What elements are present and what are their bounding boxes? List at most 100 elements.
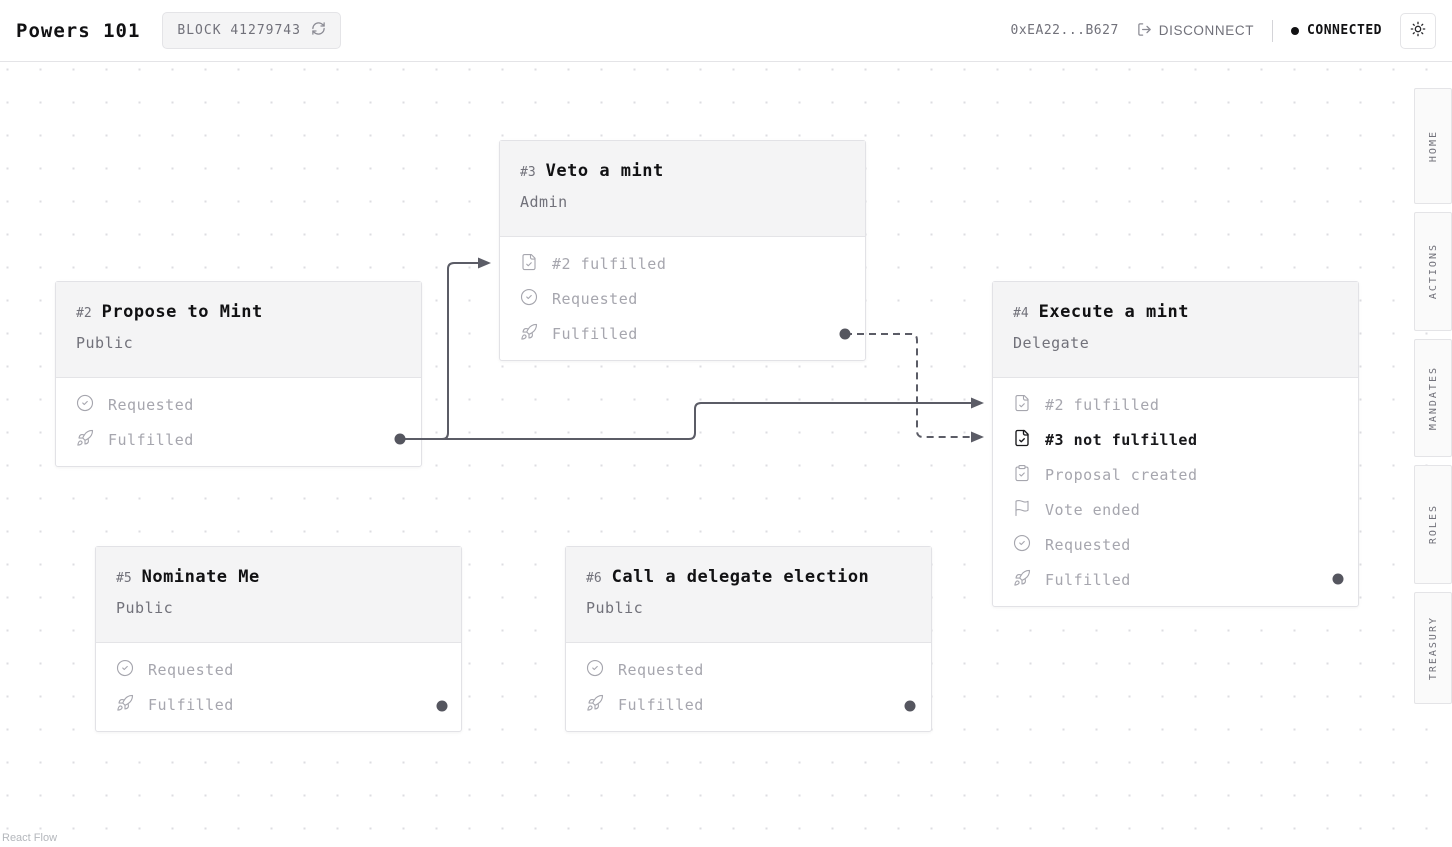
connection-status: CONNECTED xyxy=(1291,23,1382,38)
item-label: Fulfilled xyxy=(148,695,234,714)
node-body: Requested Fulfilled xyxy=(96,643,461,731)
node-id: #2 xyxy=(76,306,92,321)
tab-label: TREASURY xyxy=(1427,615,1439,681)
node-body: #2 fulfilled Requested Fulfilled xyxy=(500,237,865,360)
flow-node-veto-a-mint[interactable]: #3 Veto a mint Admin #2 fulfilled Reques… xyxy=(499,140,866,361)
status-item-requested: Requested xyxy=(96,652,461,687)
refresh-icon xyxy=(311,21,326,40)
node-title: Execute a mint xyxy=(1038,302,1189,322)
condition-item: #2 fulfilled xyxy=(993,387,1358,422)
item-label: Fulfilled xyxy=(108,430,194,449)
node-role: Admin xyxy=(520,193,568,211)
status-item-requested: Requested xyxy=(56,387,421,422)
node-title: Veto a mint xyxy=(545,161,664,181)
item-label: Proposal created xyxy=(1045,465,1198,484)
rocket-icon xyxy=(76,429,94,451)
circle-check-icon xyxy=(586,659,604,681)
item-label: #2 fulfilled xyxy=(552,254,667,273)
node-role: Public xyxy=(76,334,134,352)
rocket-icon xyxy=(586,694,604,716)
item-label: Requested xyxy=(148,660,234,679)
circle-check-icon xyxy=(1013,534,1031,556)
top-bar: Powers 101 BLOCK 41279743 0xEA22...B627 … xyxy=(0,0,1452,62)
item-label: #3 not fulfilled xyxy=(1045,430,1198,449)
status-item-fulfilled: Fulfilled xyxy=(56,422,421,457)
status-item-requested: Requested xyxy=(566,652,931,687)
condition-item-active: #3 not fulfilled xyxy=(993,422,1358,457)
status-item-proposal: Proposal created xyxy=(993,457,1358,492)
sidebar-tab-actions[interactable]: ACTIONS xyxy=(1414,212,1452,331)
flow-node-execute-a-mint[interactable]: #4 Execute a mint Delegate #2 fulfilled … xyxy=(992,281,1359,607)
item-label: #2 fulfilled xyxy=(1045,395,1160,414)
item-label: Requested xyxy=(552,289,638,308)
item-label: Requested xyxy=(108,395,194,414)
item-label: Vote ended xyxy=(1045,500,1141,519)
rocket-icon xyxy=(520,323,538,345)
node-role: Delegate xyxy=(1013,334,1090,352)
flow-node-call-delegate-election[interactable]: #6 Call a delegate election Public Reque… xyxy=(565,546,932,732)
item-label: Requested xyxy=(618,660,704,679)
flow-node-propose-to-mint[interactable]: #2 Propose to Mint Public Requested Fulf… xyxy=(55,281,422,467)
node-role: Public xyxy=(116,599,174,617)
file-check-icon xyxy=(1013,429,1031,451)
circle-check-icon xyxy=(116,659,134,681)
node-body: Requested Fulfilled xyxy=(56,378,421,466)
flag-icon xyxy=(1013,499,1031,521)
side-rail: HOME ACTIONS MANDATES ROLES TREASURY xyxy=(1412,62,1452,847)
connected-dot-icon xyxy=(1291,26,1300,35)
node-title: Nominate Me xyxy=(141,567,260,587)
connected-label: CONNECTED xyxy=(1307,23,1382,38)
circle-check-icon xyxy=(76,394,94,416)
status-item-vote: Vote ended xyxy=(993,492,1358,527)
node-id: #3 xyxy=(520,165,536,180)
tab-label: MANDATES xyxy=(1427,365,1439,431)
sun-icon xyxy=(1410,21,1426,40)
rocket-icon xyxy=(1013,569,1031,591)
sidebar-tab-roles[interactable]: ROLES xyxy=(1414,465,1452,584)
topbar-divider xyxy=(1272,19,1274,42)
tab-label: ROLES xyxy=(1427,504,1439,545)
node-title: Call a delegate election xyxy=(611,567,870,587)
node-id: #4 xyxy=(1013,306,1029,321)
block-number-label: BLOCK 41279743 xyxy=(177,23,301,38)
tab-label: HOME xyxy=(1427,129,1439,163)
flow-node-nominate-me[interactable]: #5 Nominate Me Public Requested Fulfille… xyxy=(95,546,462,732)
node-id: #6 xyxy=(586,571,602,586)
app-title: Powers 101 xyxy=(16,19,141,42)
node-header: #4 Execute a mint Delegate xyxy=(993,282,1358,378)
sidebar-tab-treasury[interactable]: TREASURY xyxy=(1414,592,1452,704)
node-id: #5 xyxy=(116,571,132,586)
item-label: Fulfilled xyxy=(618,695,704,714)
condition-item: #2 fulfilled xyxy=(500,246,865,281)
item-label: Fulfilled xyxy=(552,324,638,343)
clipboard-check-icon xyxy=(1013,464,1031,486)
status-item-requested: Requested xyxy=(500,281,865,316)
node-header: #3 Veto a mint Admin xyxy=(500,141,865,237)
block-refresh-button[interactable]: BLOCK 41279743 xyxy=(162,12,341,49)
node-title: Propose to Mint xyxy=(101,302,263,322)
status-item-fulfilled: Fulfilled xyxy=(500,316,865,351)
node-body: Requested Fulfilled xyxy=(566,643,931,731)
disconnect-label: DISCONNECT xyxy=(1158,23,1255,38)
sidebar-tab-home[interactable]: HOME xyxy=(1414,88,1452,204)
status-item-requested: Requested xyxy=(993,527,1358,562)
tab-label: ACTIONS xyxy=(1427,243,1439,300)
status-item-fulfilled: Fulfilled xyxy=(96,687,461,722)
node-header: #2 Propose to Mint Public xyxy=(56,282,421,378)
node-header: #6 Call a delegate election Public xyxy=(566,547,931,643)
item-label: Fulfilled xyxy=(1045,570,1131,589)
file-check-icon xyxy=(520,253,538,275)
rocket-icon xyxy=(116,694,134,716)
item-label: Requested xyxy=(1045,535,1131,554)
status-item-fulfilled: Fulfilled xyxy=(993,562,1358,597)
disconnect-button[interactable]: DISCONNECT xyxy=(1137,22,1254,40)
circle-check-icon xyxy=(520,288,538,310)
theme-toggle-button[interactable] xyxy=(1400,12,1436,49)
sidebar-tab-mandates[interactable]: MANDATES xyxy=(1414,339,1452,457)
react-flow-attribution[interactable]: React Flow xyxy=(2,832,58,844)
logout-icon xyxy=(1137,22,1152,40)
wallet-address: 0xEA22...B627 xyxy=(1010,23,1119,38)
node-header: #5 Nominate Me Public xyxy=(96,547,461,643)
status-item-fulfilled: Fulfilled xyxy=(566,687,931,722)
node-role: Public xyxy=(586,599,644,617)
